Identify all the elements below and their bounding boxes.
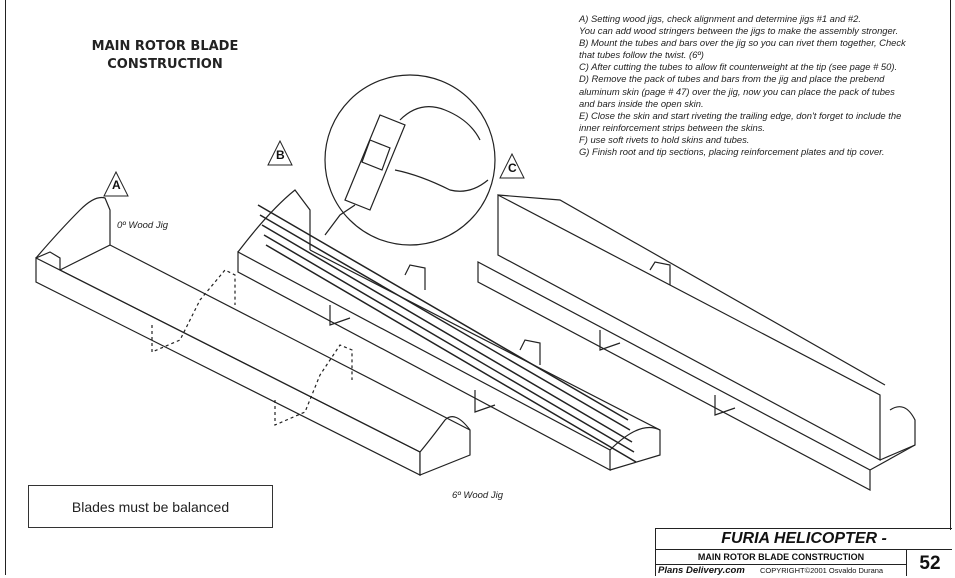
note-line: You can add wood stringers between the j…	[579, 25, 899, 37]
step-b-marker: B	[276, 148, 285, 162]
sheet-title: MAIN ROTOR BLADE CONSTRUCTION	[656, 550, 906, 565]
note-line: D) Remove the pack of tubes and bars fro…	[579, 73, 885, 85]
step-c-label: C	[508, 161, 517, 175]
step-c-marker: C	[508, 161, 517, 175]
balanced-note-text: Blades must be balanced	[71, 498, 230, 515]
page-border-right	[950, 0, 951, 530]
note-line: inner reinforcement strips between the s…	[579, 121, 766, 133]
note-line: E) Close the skin and start riveting the…	[579, 109, 902, 121]
jig-set-b	[237, 189, 661, 471]
note-line: G) Finish root and tip sections, placing…	[579, 146, 885, 158]
note-line: B) Mount the tubes and bars over the jig…	[579, 37, 906, 49]
triangle-c-icon	[499, 152, 525, 179]
jig-0-label: 0º Wood Jig	[117, 220, 168, 231]
riveter-detail	[324, 74, 496, 246]
project-title: FURIA HELICOPTER -	[656, 529, 952, 550]
step-a-label: A	[112, 178, 121, 192]
triangle-b-icon	[267, 139, 293, 166]
step-b-label: B	[276, 148, 285, 162]
step-a-marker: A	[112, 178, 121, 192]
page-title: MAIN ROTOR BLADE CONSTRUCTION	[60, 38, 270, 74]
note-line: and bars inside the open skin.	[579, 97, 704, 109]
jig-set-c	[477, 194, 916, 491]
note-line: F) use soft rivets to hold skins and tub…	[579, 133, 750, 145]
note-line: aluminum skin (page # 47) over the jig, …	[579, 85, 895, 97]
note-line: that tubes follow the twist. (6º)	[579, 49, 704, 61]
note-line: C) After cutting the tubes to allow fit …	[579, 61, 898, 73]
page-number: 52	[906, 550, 953, 576]
copyright: COPYRIGHT©2001 Osvaldo Durana	[760, 566, 884, 575]
title-line-2: CONSTRUCTION	[107, 57, 223, 72]
title-line-1: MAIN ROTOR BLADE	[91, 39, 239, 54]
jig-set-a	[35, 196, 471, 476]
page-border-left	[5, 0, 6, 575]
jig-6-label: 6º Wood Jig	[452, 490, 503, 501]
assembly-notes: A) Setting wood jigs, check alignment an…	[579, 13, 951, 158]
note-line: A) Setting wood jigs, check alignment an…	[579, 13, 861, 24]
balanced-note: Blades must be balanced	[28, 485, 273, 528]
title-block: FURIA HELICOPTER - MAIN ROTOR BLADE CONS…	[655, 528, 952, 576]
publisher: Plans Delivery.com	[658, 565, 745, 576]
triangle-a-icon	[103, 170, 129, 197]
